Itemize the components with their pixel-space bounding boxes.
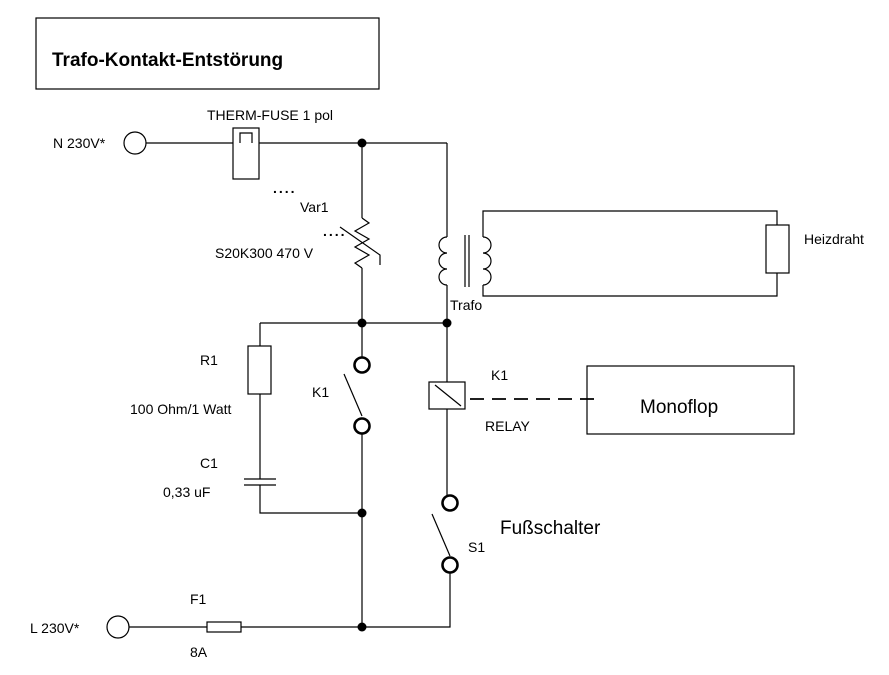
var1-value-label: S20K300 470 V [215, 245, 314, 261]
s1-switch-blade [431, 513, 451, 557]
k1-contact-label: K1 [312, 384, 329, 400]
wire-c1-bottom [259, 485, 362, 514]
r1-resistor [247, 345, 272, 395]
f1-value-label: 8A [190, 644, 208, 660]
heizdraht-label: Heizdraht [804, 231, 864, 247]
s1-label: S1 [468, 539, 485, 555]
trafo-label: Trafo [450, 297, 482, 313]
l-terminal [106, 615, 130, 639]
relay-label: RELAY [485, 418, 531, 434]
k1-contact-lower [353, 417, 371, 435]
relay-coil [428, 381, 466, 410]
wire-secondary-bottom [482, 273, 778, 297]
wire-secondary-top [482, 210, 778, 237]
n-terminal [123, 131, 147, 155]
dots-mid: .... [323, 223, 347, 239]
k1-relay-label: K1 [491, 367, 508, 383]
c1-label: C1 [200, 455, 218, 471]
title-box [35, 17, 380, 90]
junction-node [357, 508, 367, 518]
diagram-title: Trafo-Kontakt-Entstörung [52, 50, 283, 71]
dots-top: .... [273, 180, 297, 196]
r1-value-label: 100 Ohm/1 Watt [130, 401, 232, 417]
c1-value-label: 0,33 uF [163, 484, 210, 500]
s1-contact-lower [441, 556, 459, 574]
fussschalter-label: Fußschalter [500, 518, 601, 539]
thermal-fuse [232, 127, 260, 180]
l-input-label: L 230V* [30, 620, 80, 636]
r1-label: R1 [200, 352, 218, 368]
c1-capacitor [244, 478, 276, 486]
var1-label: Var1 [300, 199, 329, 215]
s1-contact-upper [441, 494, 459, 512]
n-input-label: N 230V* [53, 135, 106, 151]
therm-fuse-label: THERM-FUSE 1 pol [207, 107, 333, 123]
wire-s1-bottom [362, 573, 451, 628]
monoflop-label: Monoflop [640, 397, 718, 418]
f1-fuse [206, 621, 242, 633]
heizdraht-resistor [765, 224, 790, 274]
monoflop-box [586, 365, 795, 435]
varistor [339, 217, 381, 269]
junction-node [357, 622, 367, 632]
transformer [438, 235, 492, 287]
k1-switch-blade [343, 373, 363, 417]
k1-contact-upper [353, 356, 371, 374]
f1-label: F1 [190, 591, 207, 607]
